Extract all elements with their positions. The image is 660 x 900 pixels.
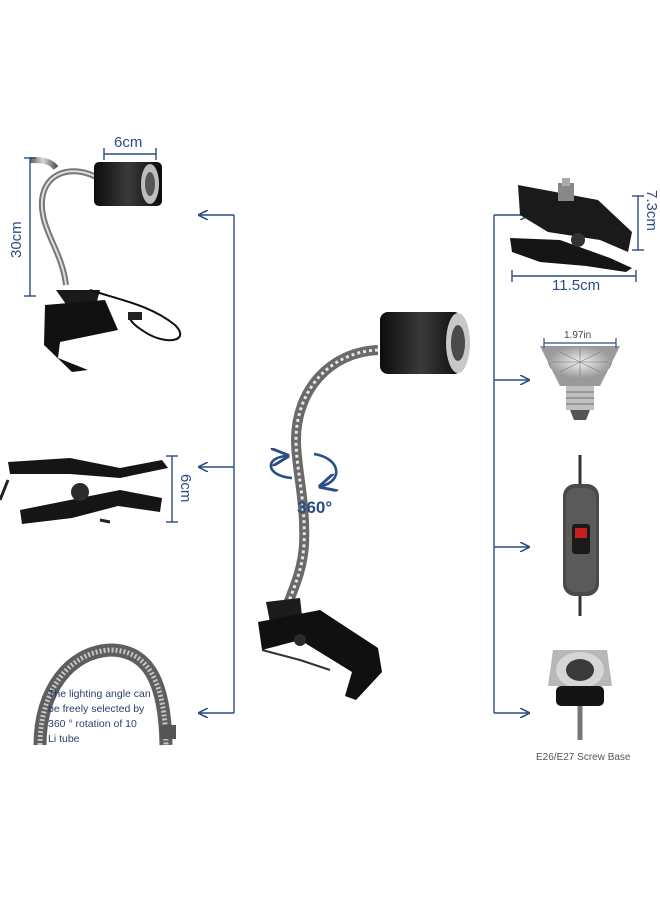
gooseneck-closeup-image — [33, 643, 176, 746]
rotation-degree-label: 360° — [297, 498, 333, 517]
clip-side-width-label: 11.5cm — [552, 277, 601, 294]
inline-switch-image — [563, 455, 599, 616]
holder-width-label: 6cm — [114, 134, 143, 151]
rotation-arrows — [269, 454, 336, 486]
main-lamp-image — [258, 312, 470, 700]
bulb-width-label: 1.97in — [564, 330, 592, 341]
bulb-image — [540, 346, 620, 420]
socket-image — [548, 650, 612, 740]
screw-base-caption: E26/E27 Screw Base — [536, 752, 631, 763]
holder-width-dimension — [103, 148, 157, 160]
clip-detail-image — [510, 178, 632, 272]
left-bracket-lines — [200, 215, 235, 713]
lamp-overview-image — [29, 157, 182, 372]
clip-side-height-dimension — [632, 195, 644, 251]
clip-side-height-label: 7.3cm — [643, 190, 660, 231]
clip-height-label: 6cm — [177, 474, 194, 503]
clip-side-width-dimension — [511, 270, 637, 282]
clip-side-image — [0, 458, 168, 524]
bulb-width-dimension — [543, 338, 617, 348]
clip-height-dimension — [166, 455, 178, 523]
arm-height-label: 30cm — [8, 221, 25, 258]
right-bracket-lines — [493, 215, 528, 713]
rotation-note: The lighting angle can be freely selecte… — [48, 688, 151, 745]
arm-height-dimension — [24, 157, 36, 297]
